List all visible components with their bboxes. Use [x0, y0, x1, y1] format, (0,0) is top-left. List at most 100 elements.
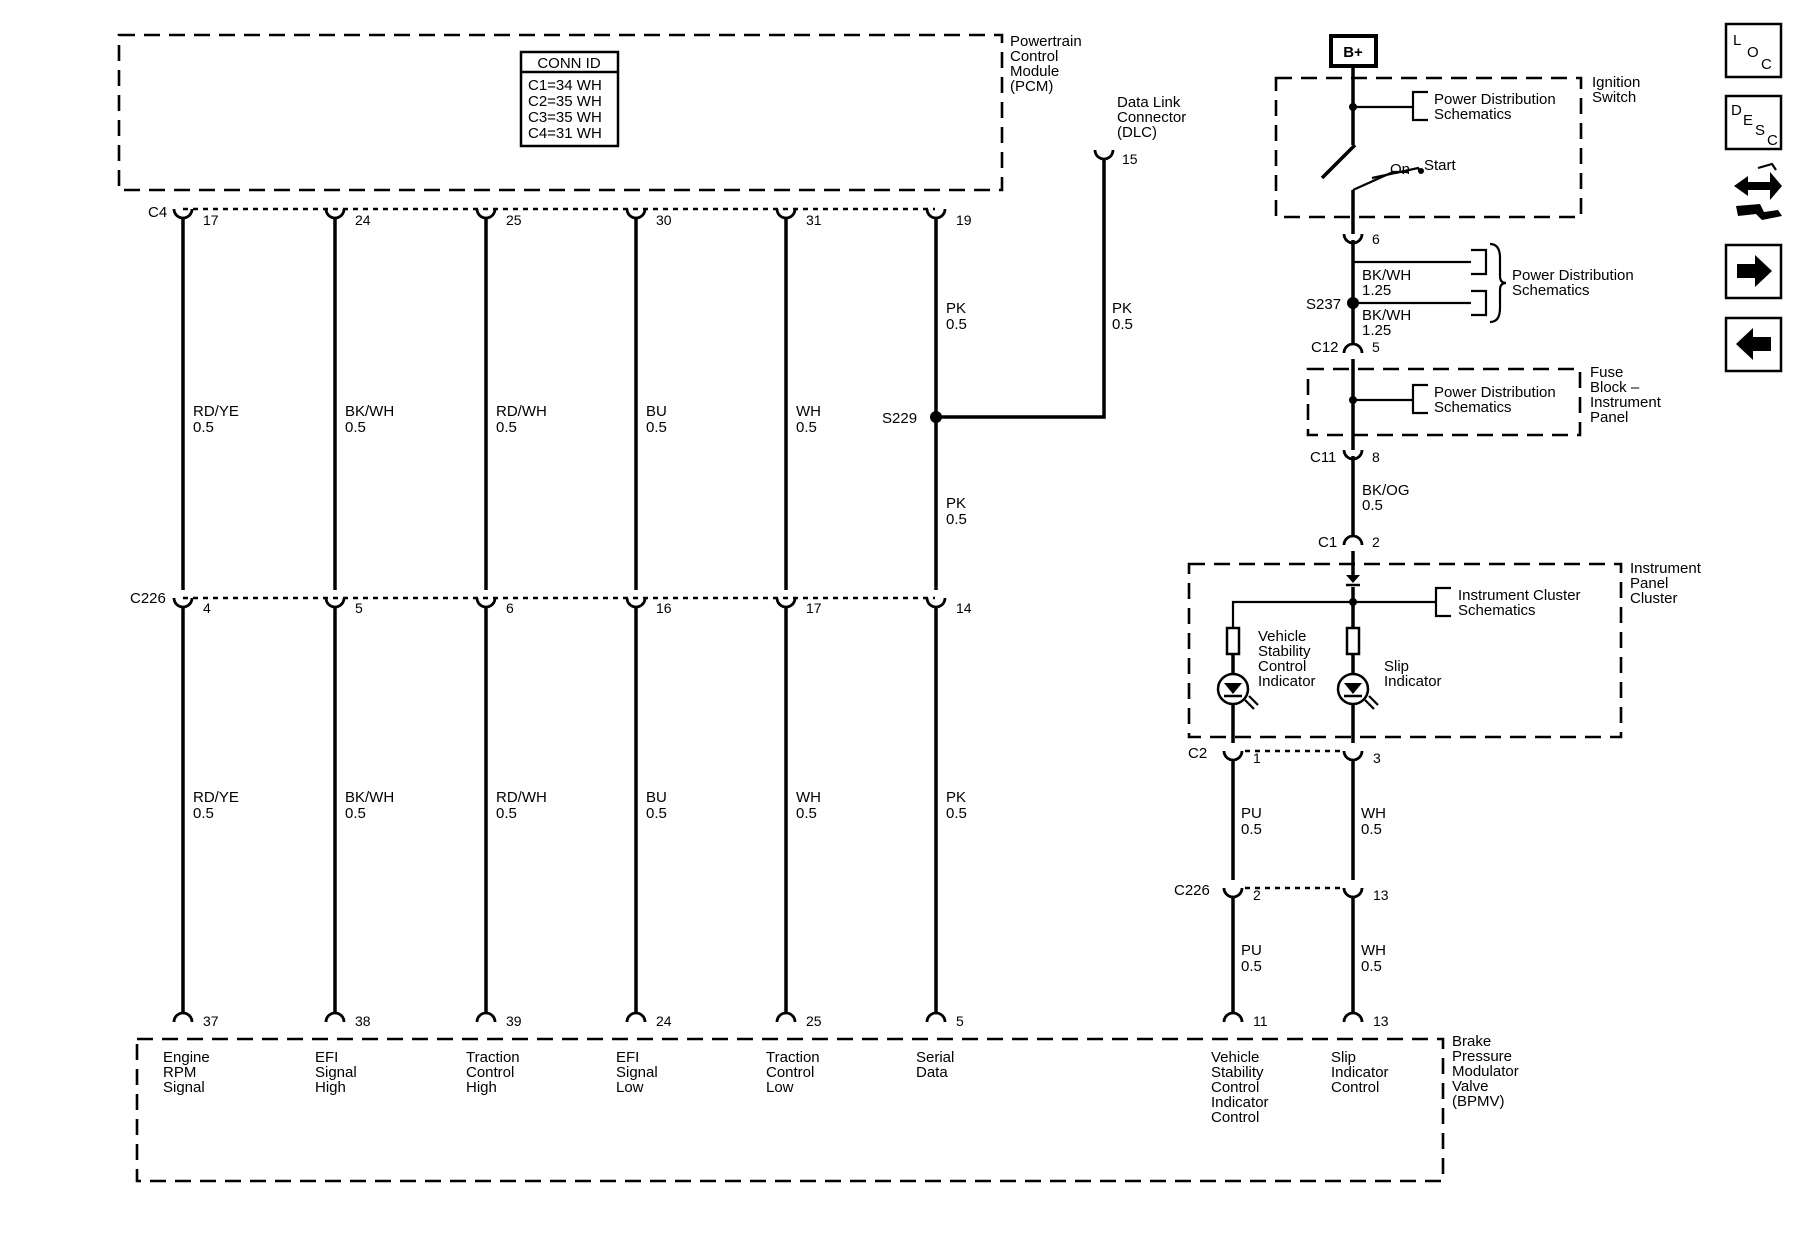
bpmv-pin: 5 — [956, 1013, 964, 1029]
pcm-pin: 19 — [956, 212, 972, 228]
s237-ref: Schematics — [1512, 282, 1590, 299]
wire-color: BK/WH — [345, 789, 394, 806]
location-icon-letter: C — [1761, 56, 1772, 73]
s237-wire-gauge: 1.25 — [1362, 322, 1391, 339]
fuse-block-pd-ref: Schematics — [1434, 399, 1512, 416]
splice-s229-label: S229 — [882, 410, 917, 427]
vsc-indicator-label: Control — [1258, 658, 1306, 675]
s237-wire-color: BK/WH — [1362, 307, 1411, 324]
ignition-pd-ref: Schematics — [1434, 106, 1512, 123]
ignition-title: Switch — [1592, 89, 1636, 106]
bpmv-pin-label: High — [315, 1079, 346, 1096]
wire-gauge: 0.5 — [946, 316, 967, 333]
c2-pin: 3 — [1373, 750, 1381, 766]
c226-connector-terminal — [172, 597, 194, 609]
pcm-pin: 30 — [656, 212, 672, 228]
bpmv-pin-label: Engine — [163, 1049, 210, 1066]
bpmv-pin-label: Low — [616, 1079, 644, 1096]
wire-gauge: 0.5 — [1241, 958, 1262, 975]
c226-pin: 17 — [806, 600, 822, 616]
bpmv-pin-label: Indicator — [1331, 1064, 1389, 1081]
bpmv-pin: 38 — [355, 1013, 371, 1029]
bpmv-pin-label: Vehicle — [1211, 1049, 1259, 1066]
c226-connector-terminal — [925, 597, 947, 609]
cluster-title: Instrument — [1630, 560, 1702, 577]
pcm-connector-terminal — [625, 208, 647, 220]
description-icon-letter: C — [1767, 132, 1778, 149]
bpmv-pin: 24 — [656, 1013, 672, 1029]
bpmv-title: Pressure — [1452, 1048, 1512, 1065]
pcm-connector-terminal — [324, 208, 346, 220]
description-icon-letter: E — [1743, 112, 1753, 129]
c12-connector-symbol — [1342, 342, 1364, 354]
cluster-title: Cluster — [1630, 590, 1678, 607]
previous-page-button[interactable] — [1724, 316, 1783, 373]
wire-gauge: 0.5 — [1361, 958, 1382, 975]
ignition-start-label: Start — [1424, 157, 1457, 174]
bpmv-pin: 25 — [806, 1013, 822, 1029]
pcm-title: (PCM) — [1010, 78, 1053, 95]
bpmv-box — [135, 1037, 1445, 1183]
location-icon-letter: L — [1733, 32, 1741, 49]
slip-resistor — [1345, 626, 1361, 656]
pcm-pin: 17 — [203, 212, 219, 228]
wire-gauge: 0.5 — [345, 805, 366, 822]
vsc-indicator-led — [1216, 672, 1259, 710]
bpmv-pin-label: Indicator — [1211, 1094, 1269, 1111]
dlc-title: (DLC) — [1117, 124, 1157, 141]
bpmv-pin-label: Control — [766, 1064, 814, 1081]
bpmv-pin-label: Slip — [1331, 1049, 1356, 1066]
ignition-on-label: On — [1390, 161, 1410, 178]
connector-c4-label: C4 — [148, 204, 167, 221]
wire-gauge: 0.5 — [1241, 821, 1262, 838]
fuse-block-title: Block – — [1590, 379, 1640, 396]
ignition-switch-blade — [1320, 143, 1357, 180]
ignition-pin: 6 — [1372, 231, 1380, 247]
description-button[interactable]: D E S C — [1724, 94, 1783, 151]
ignition-title: Ignition — [1592, 74, 1640, 91]
c12-pin: 5 — [1372, 339, 1380, 355]
bpmv-pin-label: Control — [1331, 1079, 1379, 1096]
s237-wire-color: BK/WH — [1362, 267, 1411, 284]
c1-connector-symbol — [1342, 534, 1364, 546]
wire-color: PK — [946, 495, 966, 512]
dlc-wire-color: PK — [1112, 300, 1132, 317]
conn-id-line: C4=31 WH — [528, 125, 602, 142]
splice-s237-label: S237 — [1306, 296, 1341, 313]
vsc-resistor — [1225, 626, 1241, 656]
c11-wire-color: BK/OG — [1362, 482, 1410, 499]
location-button[interactable]: L O C — [1724, 22, 1783, 79]
wire-gauge: 0.5 — [646, 805, 667, 822]
connector-c11-label: C11 — [1310, 449, 1336, 466]
conn-id-table — [519, 50, 620, 148]
dlc-pin: 15 — [1122, 151, 1138, 167]
wire-color: PU — [1241, 805, 1262, 822]
wire-gauge: 0.5 — [796, 805, 817, 822]
c2-pin: 1 — [1253, 750, 1261, 766]
slip-indicator-label: Slip — [1384, 658, 1409, 675]
connector-c12-label: C12 — [1311, 339, 1339, 356]
next-page-button[interactable] — [1724, 243, 1783, 300]
connector-swap-icon[interactable] — [1734, 162, 1782, 220]
bpmv-connector-terminal — [1342, 1011, 1364, 1023]
bpmv-pin-label: Control — [466, 1064, 514, 1081]
conn-id-line: C2=35 WH — [528, 93, 602, 110]
wire-color: PK — [946, 300, 966, 317]
wire-color: BU — [646, 403, 667, 420]
connector-c2-label: C2 — [1188, 745, 1207, 762]
pcm-title: Module — [1010, 63, 1059, 80]
instrument-cluster-box — [1187, 562, 1623, 739]
wire-color: PK — [946, 789, 966, 806]
slip-indicator-label: Indicator — [1384, 673, 1442, 690]
vsc-indicator-label: Vehicle — [1258, 628, 1306, 645]
pcm-title: Control — [1010, 48, 1058, 65]
conn-id-title: CONN ID — [537, 55, 601, 72]
dlc-connector-symbol — [1093, 149, 1115, 161]
wire-gauge: 0.5 — [646, 419, 667, 436]
c11-wire-gauge: 0.5 — [1362, 497, 1383, 514]
pcm-connector-terminal — [475, 208, 497, 220]
pd-ref-bracket — [1411, 90, 1428, 122]
